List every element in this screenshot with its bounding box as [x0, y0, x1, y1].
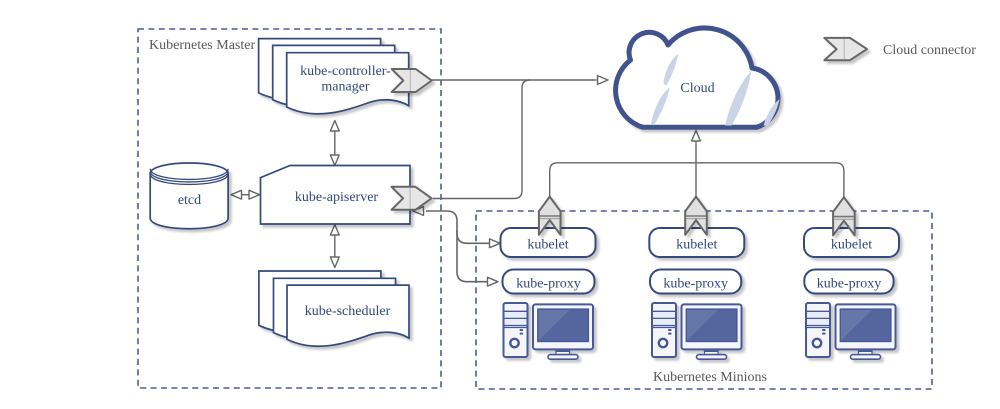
svg-text:kube-controller-: kube-controller-: [300, 64, 391, 79]
svg-text:kubelet: kubelet: [527, 238, 568, 253]
svg-text:kube-proxy: kube-proxy: [663, 277, 728, 292]
svg-text:kube-scheduler: kube-scheduler: [305, 304, 391, 319]
svg-text:kubelet: kubelet: [831, 238, 872, 253]
svg-text:Kubernetes Master: Kubernetes Master: [149, 38, 255, 53]
svg-text:Cloud: Cloud: [680, 81, 714, 96]
svg-text:etcd: etcd: [178, 193, 201, 208]
svg-text:Cloud connector: Cloud connector: [883, 43, 976, 58]
svg-text:kube-apiserver: kube-apiserver: [295, 190, 379, 205]
svg-text:kube-proxy: kube-proxy: [516, 277, 581, 292]
svg-text:manager: manager: [321, 80, 370, 95]
svg-text:kubelet: kubelet: [676, 238, 717, 253]
svg-text:kube-proxy: kube-proxy: [817, 277, 882, 292]
svg-text:Kubernetes Minions: Kubernetes Minions: [653, 370, 767, 385]
